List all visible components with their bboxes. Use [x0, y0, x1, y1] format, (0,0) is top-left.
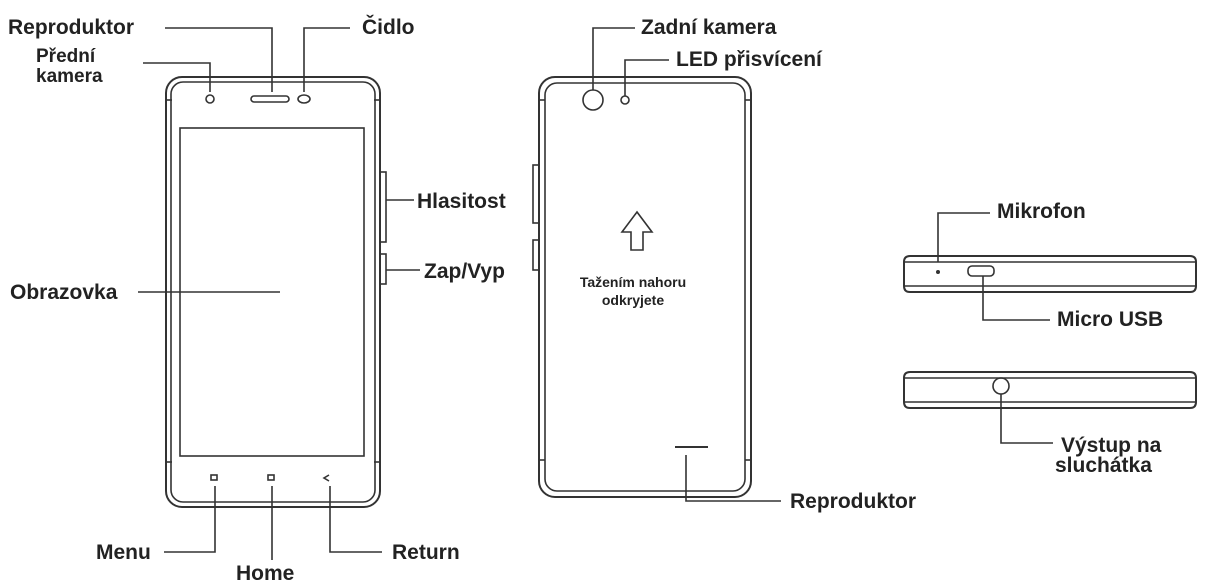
- microphone-label: Mikrofon: [997, 200, 1086, 223]
- cover-hint-line1: Tažením nahoru: [580, 274, 686, 290]
- speaker-label: Reproduktor: [8, 16, 134, 39]
- return-key-icon: [322, 474, 330, 482]
- micro-usb-port: [967, 265, 995, 277]
- rear-camera-lens: [582, 89, 604, 111]
- volume-label: Hlasitost: [417, 190, 506, 213]
- power-label: Zap/Vyp: [424, 260, 505, 283]
- rear-camera-label: Zadní kamera: [641, 16, 777, 39]
- front-camera-lens: [205, 94, 215, 104]
- headphone-jack: [992, 377, 1010, 395]
- menu-key-icon: [210, 474, 218, 481]
- cover-hint-line2: odkryjete: [602, 292, 664, 308]
- back-phone-body: [538, 76, 752, 498]
- back-view: Zadní kamera LED přisvícení Tažením naho…: [532, 16, 916, 513]
- power-key: [379, 253, 387, 285]
- led-flash: [620, 95, 630, 105]
- bottom-edge-body: [903, 255, 1197, 293]
- return-label: Return: [392, 541, 460, 564]
- front-camera-label-line1: Přední: [36, 46, 96, 67]
- screen-label: Obrazovka: [10, 281, 118, 304]
- led-flash-label: LED přisvícení: [676, 48, 823, 71]
- back-power-key: [532, 239, 540, 271]
- back-cover: [544, 82, 746, 492]
- bottom-edge-view: Mikrofon Micro USB: [903, 200, 1197, 331]
- back-volume-key: [532, 164, 540, 224]
- home-key-icon: [267, 474, 275, 481]
- top-edge-body: [903, 371, 1197, 409]
- front-camera-label-line2: kamera: [36, 66, 103, 87]
- slide-up-arrow-icon: [620, 210, 654, 251]
- proximity-sensor: [297, 94, 311, 104]
- rear-speaker-label: Reproduktor: [790, 490, 916, 513]
- sensor-label: Čidlo: [362, 15, 415, 39]
- volume-key: [379, 171, 387, 243]
- home-label: Home: [236, 562, 294, 584]
- headphone-label-line2: sluchátka: [1055, 454, 1152, 477]
- micro-usb-label: Micro USB: [1057, 308, 1163, 331]
- top-edge-view: Výstup na sluchátka: [903, 371, 1197, 477]
- front-view: Reproduktor Čidlo Přední kamera Hlasitos…: [8, 15, 506, 584]
- headphone-label-line1: Výstup na: [1061, 434, 1162, 457]
- earpiece-speaker: [250, 95, 290, 103]
- microphone-hole: [936, 270, 940, 274]
- menu-label: Menu: [96, 541, 151, 564]
